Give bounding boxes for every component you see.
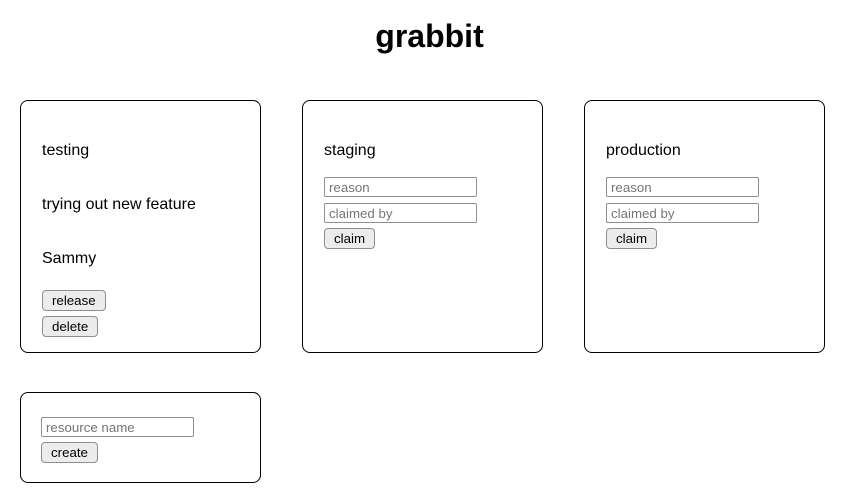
page-title: grabbit [375,18,484,54]
resource-name-input[interactable] [41,417,194,437]
claim-reason-text: trying out new feature [42,196,196,213]
release-button[interactable]: release [42,290,106,311]
claimed-by-input[interactable] [606,203,759,223]
resource-name-label: staging [324,142,376,159]
claim-button[interactable]: claim [324,228,376,249]
reason-input[interactable] [606,177,759,197]
claimed-by-text: Sammy [42,250,97,267]
reason-input[interactable] [324,177,477,197]
delete-button[interactable]: delete [42,316,99,337]
resource-card-production: production claim [584,100,825,353]
claimed-by-input[interactable] [324,203,477,223]
claim-button[interactable]: claim [606,228,658,249]
create-button[interactable]: create [41,442,98,463]
resource-name-label: production [606,142,681,159]
resource-name-label: testing [42,142,90,159]
resource-card-testing: testing trying out new feature Sammy rel… [20,100,261,353]
resource-card-staging: staging claim [302,100,543,353]
resource-cards-row: testing trying out new feature Sammy rel… [20,100,859,353]
create-resource-card: create [20,392,261,483]
